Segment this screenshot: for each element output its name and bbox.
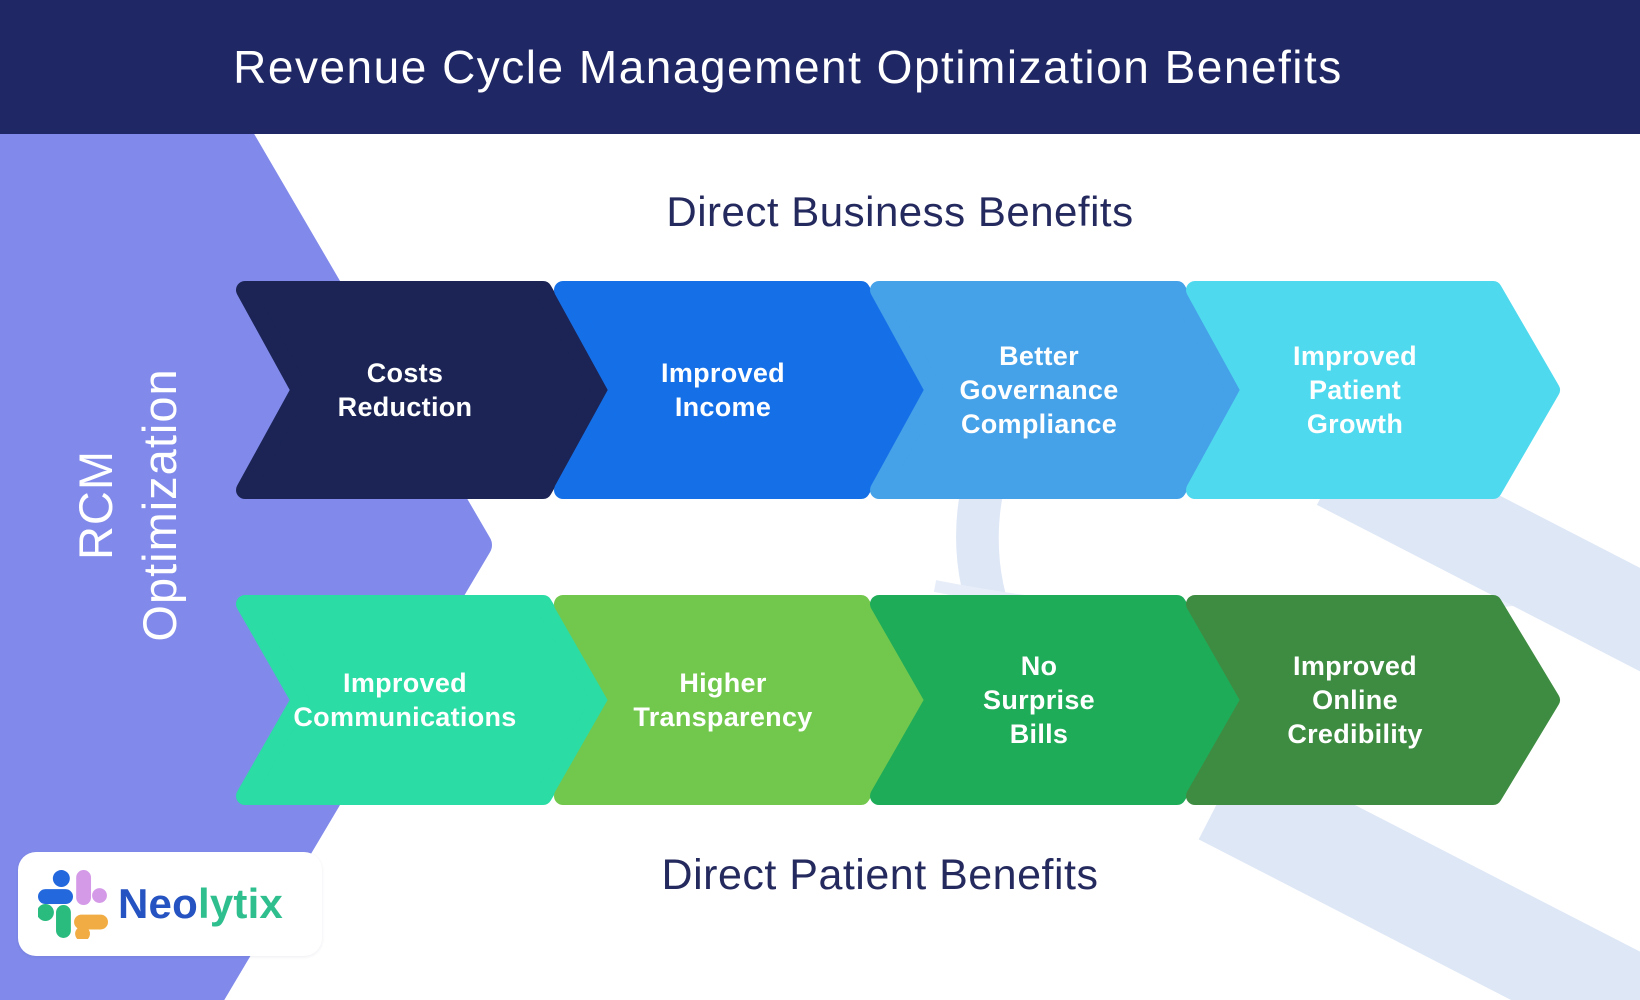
logo-icon-blue-dot: [52, 870, 70, 888]
neolytix-logo-card: Neolytix: [18, 852, 322, 956]
logo-icon-pink-dot: [92, 888, 107, 903]
label-improved-patient-growth: Improved Patient Growth: [1293, 341, 1417, 439]
label-no-surprise-bills: No Surprise Bills: [983, 651, 1095, 749]
decor-diagonal-band-bottom: [1198, 748, 1640, 1000]
label-improved-communications: Improved Communications: [293, 668, 517, 732]
logo-icon-orange-bar: [74, 914, 108, 930]
chevron-improved-communications: [236, 595, 610, 805]
chevron-improved-income: [554, 281, 928, 499]
chevron-costs-reduction: [236, 281, 610, 499]
heading-direct-business-benefits: Direct Business Benefits: [666, 188, 1134, 235]
heading-direct-patient-benefits: Direct Patient Benefits: [661, 850, 1099, 899]
label-better-governance-compliance: Better Governance Compliance: [959, 341, 1119, 439]
chevron-improved-online-credibility: [1186, 595, 1560, 805]
label-higher-transparency: Higher Transparency: [633, 668, 813, 732]
header-bar: Revenue Cycle Management Optimization Be…: [0, 0, 1640, 134]
logo-icon-orange-dot: [75, 926, 90, 939]
chevron-no-surprise-bills: [870, 595, 1244, 805]
chevron-improved-patient-growth: [1186, 281, 1560, 499]
label-improved-online-credibility: Improved Online Credibility: [1287, 651, 1423, 749]
chevron-higher-transparency: [554, 595, 928, 805]
logo-icon-blue-bar: [38, 889, 73, 904]
logo-icon-green-dot: [38, 904, 54, 921]
neolytix-brand-name: Neolytix: [118, 880, 283, 928]
label-improved-income: Improved Income: [661, 358, 785, 422]
neolytix-logo-icon: [38, 870, 108, 939]
logo-icon-green-bar: [56, 905, 71, 938]
label-costs-reduction: Costs Reduction: [337, 358, 473, 422]
brand-part-neo: Neo: [118, 880, 198, 927]
chevron-better-governance-compliance: [870, 281, 1244, 499]
brand-part-lytix: lytix: [197, 880, 283, 927]
logo-icon-pink-bar: [76, 870, 92, 906]
page-title: Revenue Cycle Management Optimization Be…: [233, 41, 1343, 93]
